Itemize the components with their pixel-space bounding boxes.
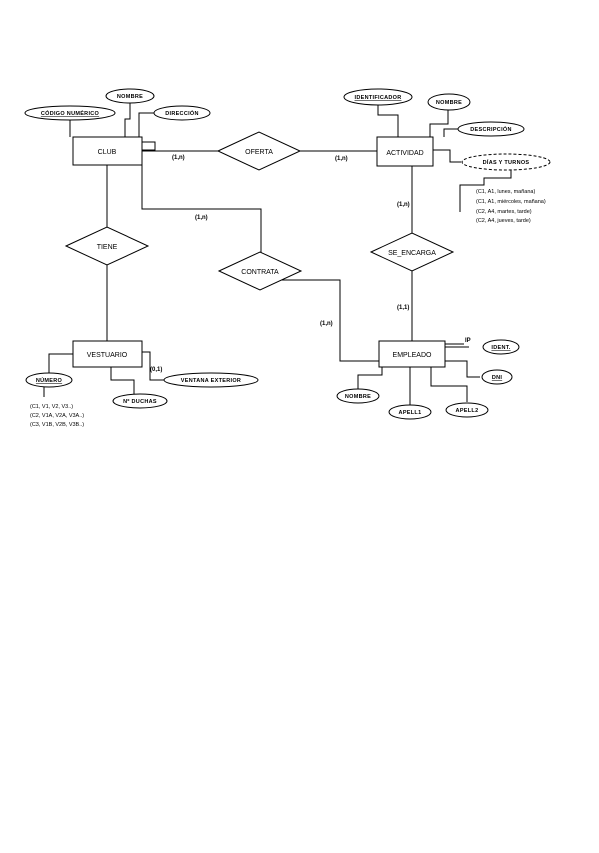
attribute-vest-duchas[interactable]: Nº DUCHAS xyxy=(112,393,168,409)
entity-actividad-label: ACTIVIDAD xyxy=(386,150,423,157)
note-dias: (C1, A1, lunes, mañana) (C1, A1, miércol… xyxy=(476,189,546,224)
card-ventana: (0,1) xyxy=(150,367,162,373)
card-contrata-empleado: (1,n) xyxy=(320,321,333,327)
attribute-vest-ventana[interactable]: VENTANA EXTERIOR xyxy=(163,372,259,388)
card-contrata-club: (1,n) xyxy=(195,215,208,221)
attribute-club-nombre[interactable]: NOMBRE xyxy=(105,88,155,104)
line-club-nombre xyxy=(124,103,131,137)
note-numero-line-2: (C2, V1A, V2A, V3A..) xyxy=(30,413,84,419)
relationship-oferta-label: OFERTA xyxy=(245,149,273,156)
relationship-contrata[interactable]: CONTRATA xyxy=(217,251,303,291)
line-dias-note xyxy=(459,170,512,212)
entity-empleado[interactable]: EMPLEADO xyxy=(378,340,446,368)
relationship-tiene-label: TIENE xyxy=(97,244,118,251)
line-club-direccion xyxy=(138,112,156,151)
attribute-emp-dni[interactable]: DNI xyxy=(481,369,513,385)
attribute-club-codigo-label: CÓDIGO NUMÉRICO xyxy=(41,109,100,117)
attribute-emp-ident-label: IDENT. xyxy=(491,345,510,351)
relationship-oferta[interactable]: OFERTA xyxy=(216,131,302,171)
label-ip: IP xyxy=(465,338,471,344)
relationship-se-encarga-label: SE_ENCARGA xyxy=(388,250,436,257)
entity-vestuario-label: VESTUARIO xyxy=(87,352,128,359)
line-act-descripcion xyxy=(443,128,458,137)
attribute-emp-apell2[interactable]: APELL2 xyxy=(445,402,489,418)
attribute-club-nombre-label: NOMBRE xyxy=(117,94,143,100)
attribute-club-direccion-label: DIRECCIÓN xyxy=(165,109,199,117)
entity-club-label: CLUB xyxy=(98,149,117,156)
line-vest-duchas xyxy=(110,367,135,394)
attribute-emp-dni-label: DNI xyxy=(492,375,503,381)
note-dias-line-2: (C1, A1, miércoles, mañana) xyxy=(476,199,546,205)
attribute-club-codigo[interactable]: CÓDIGO NUMÉRICO xyxy=(24,105,116,121)
entity-actividad[interactable]: ACTIVIDAD xyxy=(376,136,434,167)
attribute-vest-ventana-label: VENTANA EXTERIOR xyxy=(181,378,241,384)
attribute-emp-ident[interactable]: IDENT. xyxy=(482,339,520,355)
attribute-act-identificador[interactable]: IDENTIFICADOR xyxy=(343,88,413,106)
attribute-act-nombre-label: NOMBRE xyxy=(436,100,462,106)
cardinalities: (1,n) (1,n) (1,n) (1,n) (1,n) (1,1) (0,1… xyxy=(150,155,471,373)
attribute-emp-apell2-label: APELL2 xyxy=(456,408,479,414)
line-emp-nombre xyxy=(357,367,383,389)
line-act-nombre xyxy=(429,110,449,137)
attribute-act-identificador-label: IDENTIFICADOR xyxy=(355,95,402,101)
entity-empleado-label: EMPLEADO xyxy=(393,352,432,359)
card-oferta-club: (1,n) xyxy=(172,155,185,161)
card-oferta-actividad: (1,n) xyxy=(335,156,348,162)
note-dias-line-4: (C2, A4, jueves, tarde) xyxy=(476,218,531,224)
line-act-identificador xyxy=(377,105,399,137)
attribute-act-nombre[interactable]: NOMBRE xyxy=(427,93,471,111)
line-vest-ventana xyxy=(142,351,164,381)
attribute-vest-duchas-label: Nº DUCHAS xyxy=(123,399,157,405)
note-dias-line-1: (C1, A1, lunes, mañana) xyxy=(476,189,535,195)
attribute-emp-nombre-label: NOMBRE xyxy=(345,394,371,400)
note-dias-line-3: (C2, A4, martes, tarde) xyxy=(476,209,532,215)
attribute-club-direccion[interactable]: DIRECCIÓN xyxy=(153,105,211,121)
attribute-emp-apell1-label: APELL1 xyxy=(399,410,422,416)
line-act-dias xyxy=(433,149,461,163)
line-vest-numero xyxy=(48,353,73,373)
attribute-act-descripcion[interactable]: DESCRIPCIÓN xyxy=(457,121,525,137)
entity-vestuario[interactable]: VESTUARIO xyxy=(72,340,143,368)
entity-club[interactable]: CLUB xyxy=(72,136,143,166)
card-encarga-empleado: (1,1) xyxy=(397,305,409,311)
attribute-act-dias-label: DÍAS Y TURNOS xyxy=(483,158,530,166)
attribute-vest-numero[interactable]: NÚMERO xyxy=(25,372,73,388)
relationship-se-encarga[interactable]: SE_ENCARGA xyxy=(369,232,455,272)
note-numero-line-1: (C1, V1, V2, V3..) xyxy=(30,404,73,410)
relationship-contrata-label: CONTRATA xyxy=(241,269,279,276)
line-emp-dni xyxy=(445,360,480,378)
line-club-contrata xyxy=(141,160,262,257)
attribute-emp-apell1[interactable]: APELL1 xyxy=(388,404,432,420)
attribute-vest-numero-label: NÚMERO xyxy=(36,377,63,384)
connectors xyxy=(43,103,512,405)
line-contrata-empleado xyxy=(281,279,379,362)
attribute-act-dias[interactable]: DÍAS Y TURNOS xyxy=(461,153,551,171)
note-numero: (C1, V1, V2, V3..) (C2, V1A, V2A, V3A..)… xyxy=(30,404,84,428)
attribute-act-descripcion-label: DESCRIPCIÓN xyxy=(470,125,512,133)
note-numero-line-3: (C3, V1B, V2B, V3B..) xyxy=(30,422,84,428)
relationship-tiene[interactable]: TIENE xyxy=(64,226,150,266)
attribute-emp-nombre[interactable]: NOMBRE xyxy=(336,388,380,404)
card-encarga-actividad: (1,n) xyxy=(397,202,410,208)
line-emp-apell2 xyxy=(430,367,468,402)
